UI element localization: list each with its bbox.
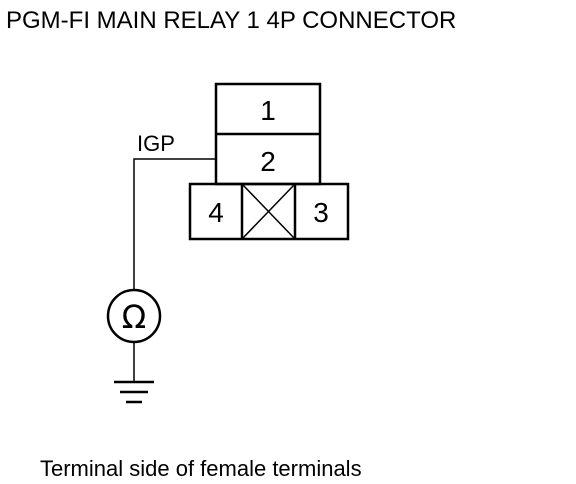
terminal-2-label: 2 [260,146,276,177]
ground-icon [114,380,154,404]
connector-body [188,82,350,241]
ohmmeter-symbol: Ω [122,298,146,336]
diagram-caption: Terminal side of female terminals [40,456,362,481]
connector-lower-housing [188,182,350,241]
ohmmeter-icon: Ω [106,288,162,344]
probe-wire [133,158,216,290]
diagram-title: PGM-FI MAIN RELAY 1 4P CONNECTOR [6,7,456,34]
wire-label-igp: IGP [137,131,175,156]
terminal-4-label: 4 [208,197,224,228]
terminal-1-label: 1 [260,95,276,126]
terminal-3-label: 3 [313,197,329,228]
blocked-cavity-icon [241,183,296,240]
